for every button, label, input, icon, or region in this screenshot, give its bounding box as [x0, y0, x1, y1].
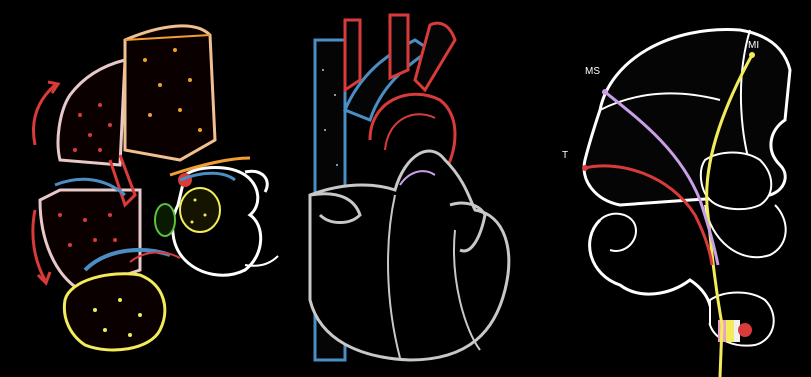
marker-mi	[749, 52, 755, 58]
liver-diagram-panel	[0, 0, 290, 377]
marker-ms	[602, 89, 608, 95]
lobe-bottom-yellow	[64, 274, 164, 350]
yellow-spotted-oval	[180, 188, 220, 232]
liver-diagram	[0, 0, 290, 377]
red-arrow-up	[34, 85, 55, 145]
marker-t	[582, 165, 588, 171]
cerebellum-outline	[590, 220, 712, 325]
label-mi: MI	[748, 41, 759, 51]
spinal-block-yellow	[726, 320, 734, 342]
aorta-branch-1	[345, 20, 360, 90]
label-t: T	[562, 151, 568, 161]
heart-diagram-panel	[290, 0, 540, 377]
brain-diagram	[540, 0, 811, 377]
aortic-arch-inner	[385, 114, 435, 150]
label-ms: MS	[585, 67, 600, 77]
aorta-branch-2	[390, 15, 408, 78]
lobe-left-outline	[58, 60, 125, 165]
aorta-branch-3	[415, 23, 455, 90]
spinal-node-red	[738, 323, 752, 337]
green-gland	[155, 204, 175, 236]
lobe-top-right-outline	[125, 26, 215, 160]
cerebellum-loop	[600, 214, 636, 251]
brain-pathway-panel: MI MS T	[540, 0, 811, 377]
heart-diagram	[290, 0, 540, 377]
pons-outline	[705, 205, 786, 257]
